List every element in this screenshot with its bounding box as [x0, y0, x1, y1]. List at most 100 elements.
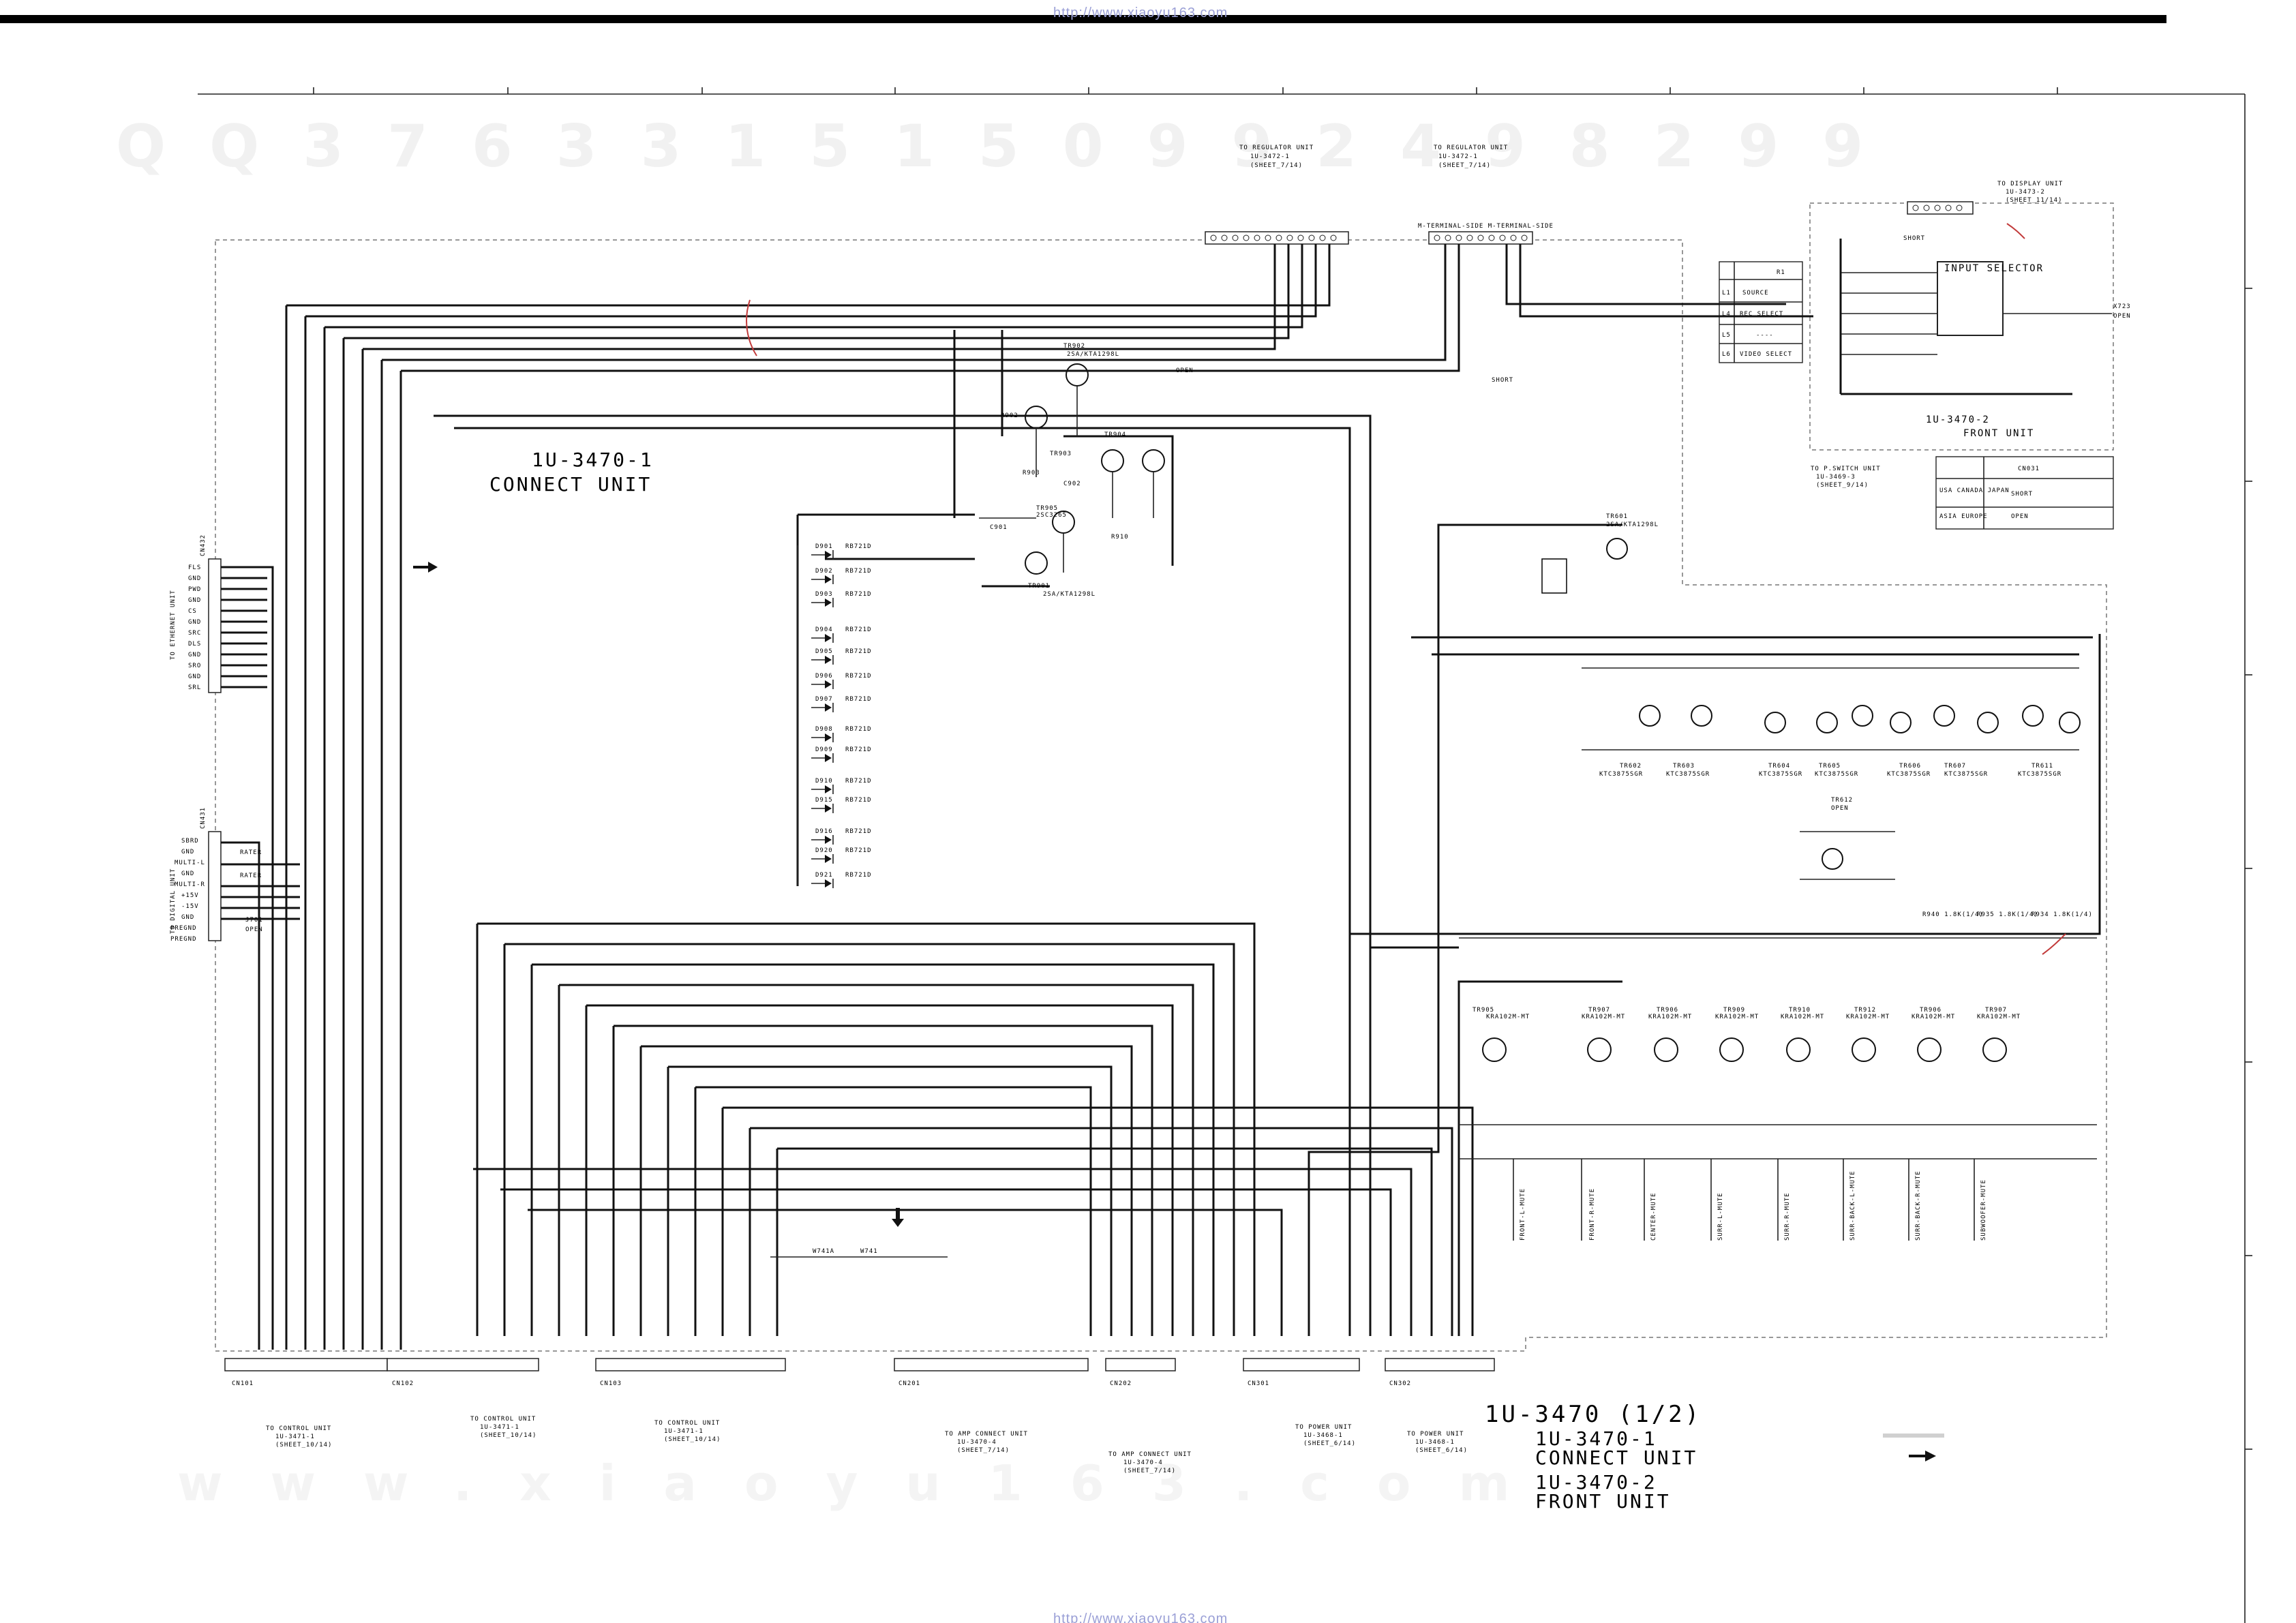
svg-text:MULTI-R: MULTI-R: [175, 881, 205, 888]
svg-text:RB721D: RB721D: [845, 828, 872, 835]
svg-text:GND: GND: [181, 849, 194, 855]
svg-text:TR611: TR611: [2031, 763, 2053, 770]
svg-text:1U-3469-3: 1U-3469-3: [1816, 474, 1856, 481]
svg-text:D916: D916: [815, 828, 833, 835]
bottom-watermark: www.xiaoyu163.com: [177, 1455, 1557, 1512]
svg-text:W741: W741: [860, 1248, 878, 1255]
svg-text:KRA102M-MT: KRA102M-MT: [1582, 1014, 1625, 1020]
svg-text:2SA/KTA1298L: 2SA/KTA1298L: [1606, 521, 1659, 528]
svg-text:W741A: W741A: [813, 1248, 834, 1255]
svg-text:L4: L4: [1722, 311, 1731, 318]
svg-text:2SA/KTA1298L: 2SA/KTA1298L: [1067, 351, 1119, 358]
svg-text:RB721D: RB721D: [845, 673, 872, 680]
svg-text:TR603: TR603: [1673, 763, 1695, 770]
svg-text:RATER: RATER: [240, 873, 262, 879]
svg-text:(SHEET_7/14): (SHEET_7/14): [1438, 162, 1491, 169]
svg-text:TR606: TR606: [1899, 763, 1921, 770]
svg-text:CN101: CN101: [232, 1380, 254, 1387]
svg-text:(SHEET_10/14): (SHEET_10/14): [664, 1436, 721, 1443]
svg-text:GND: GND: [188, 597, 201, 604]
svg-text:D907: D907: [815, 696, 833, 703]
regulator-connector-right[interactable]: [1428, 231, 1533, 245]
svg-text:D903: D903: [815, 591, 833, 598]
svg-text:TO ETHERNET UNIT: TO ETHERNET UNIT: [170, 590, 177, 660]
left-connector-lower[interactable]: TO DIGITAL UNIT CN431 SBRD GND MULTI-L G…: [170, 807, 263, 943]
svg-text:L1: L1: [1722, 290, 1731, 297]
svg-text:FRONT UNIT: FRONT UNIT: [1535, 1490, 1671, 1513]
display-connector[interactable]: [1907, 201, 1974, 215]
svg-text:1U-3470-4: 1U-3470-4: [1123, 1459, 1163, 1466]
svg-text:PWD: PWD: [188, 586, 201, 593]
svg-text:KTC3875SGR: KTC3875SGR: [2018, 771, 2061, 778]
svg-text:CN432: CN432: [200, 534, 207, 556]
svg-text:RB721D: RB721D: [845, 543, 872, 550]
regulator-connector-left[interactable]: [1205, 231, 1349, 245]
svg-text:TR907: TR907: [1588, 1007, 1610, 1014]
regulator-headers: TO REGULATOR UNIT 1U-3472-1 (SHEET_7/14)…: [1239, 145, 1553, 230]
svg-text:TR906: TR906: [1920, 1007, 1942, 1014]
svg-text:RB721D: RB721D: [845, 626, 872, 633]
svg-text:CONNECT UNIT: CONNECT UNIT: [1535, 1446, 1697, 1469]
svg-text:TR909: TR909: [1723, 1007, 1745, 1014]
svg-text:KTC3875SGR: KTC3875SGR: [1759, 771, 1802, 778]
bottom-connector-cn102[interactable]: [387, 1358, 539, 1371]
svg-text:TO CONTROL UNIT: TO CONTROL UNIT: [266, 1425, 331, 1432]
svg-text:R903: R903: [1023, 470, 1040, 476]
region-table: CN031 USA CANADA JAPAN SHORT ASIA EUROPE…: [1935, 456, 2114, 530]
svg-text:TR612: TR612: [1831, 797, 1853, 804]
bottom-url[interactable]: http://www.xiaoyu163.com: [1053, 1611, 1228, 1623]
top-watermark: QQ3763315150992498299: [116, 112, 1907, 181]
svg-text:1U-3470 (1/2): 1U-3470 (1/2): [1485, 1401, 1702, 1428]
svg-text:R940 1.8K(1/4): R940 1.8K(1/4): [1922, 911, 1984, 918]
svg-text:SOURCE: SOURCE: [1742, 290, 1769, 297]
svg-text:PREGND: PREGND: [170, 936, 197, 943]
svg-text:TR602: TR602: [1620, 763, 1642, 770]
arrow-right-icon: [1909, 1451, 1936, 1461]
svg-text:GND: GND: [181, 870, 194, 877]
svg-text:TR904: TR904: [1104, 431, 1126, 438]
bottom-connector-cn201[interactable]: [894, 1358, 1089, 1371]
svg-text:KRA102M-MT: KRA102M-MT: [1486, 1014, 1530, 1020]
svg-text:TO CONTROL UNIT: TO CONTROL UNIT: [470, 1416, 536, 1423]
bottom-connector-cn301[interactable]: [1243, 1358, 1360, 1371]
bottom-connector-cn202[interactable]: [1105, 1358, 1176, 1371]
svg-text:RB721D: RB721D: [845, 778, 872, 785]
connect-unit-boundary: [215, 239, 2107, 1352]
svg-text:1U-3471-1: 1U-3471-1: [664, 1428, 704, 1435]
svg-text:TO POWER UNIT: TO POWER UNIT: [1295, 1424, 1352, 1431]
svg-text:KRA102M-MT: KRA102M-MT: [1781, 1014, 1824, 1020]
svg-text:1U-3470-4: 1U-3470-4: [957, 1439, 997, 1446]
bottom-connector-cn302[interactable]: [1385, 1358, 1495, 1371]
top-url[interactable]: http://www.xiaoyu163.com: [1053, 5, 1228, 20]
svg-text:SURR-R-MUTE: SURR-R-MUTE: [1784, 1192, 1791, 1241]
red-check-marks: [746, 223, 2066, 955]
svg-text:SRO: SRO: [188, 663, 201, 669]
svg-text:(SHEET_10/14): (SHEET_10/14): [480, 1432, 537, 1439]
svg-text:(SHEET_6/14): (SHEET_6/14): [1303, 1440, 1356, 1447]
svg-text:1U-3468-1: 1U-3468-1: [1303, 1432, 1343, 1439]
svg-text:TO AMP CONNECT UNIT: TO AMP CONNECT UNIT: [945, 1431, 1028, 1438]
connect-unit-label: 1U-3470-1 CONNECT UNIT: [489, 449, 652, 496]
main-wire-harness: [221, 244, 2101, 1350]
bottom-connector-cn103[interactable]: [595, 1358, 786, 1371]
svg-text:DLS: DLS: [188, 641, 201, 648]
svg-text:-15V: -15V: [181, 903, 199, 910]
svg-text:(SHEET_7/14): (SHEET_7/14): [1123, 1468, 1176, 1474]
bottom-connector-cn101[interactable]: [224, 1358, 388, 1371]
left-connector-upper[interactable]: TO ETHERNET UNIT CN432 FLS GND PWD GND C…: [170, 534, 222, 693]
svg-text:RB721D: RB721D: [845, 746, 872, 753]
svg-text:TR910: TR910: [1789, 1007, 1811, 1014]
svg-text:SURR-BACK-R-MUTE: SURR-BACK-R-MUTE: [1915, 1170, 1922, 1241]
svg-text:TR907: TR907: [1985, 1007, 2007, 1014]
connector-jumpers: W741A W741: [770, 1248, 948, 1258]
svg-text:KTC3875SGR: KTC3875SGR: [1599, 771, 1643, 778]
svg-text:SHORT: SHORT: [1903, 235, 1925, 242]
